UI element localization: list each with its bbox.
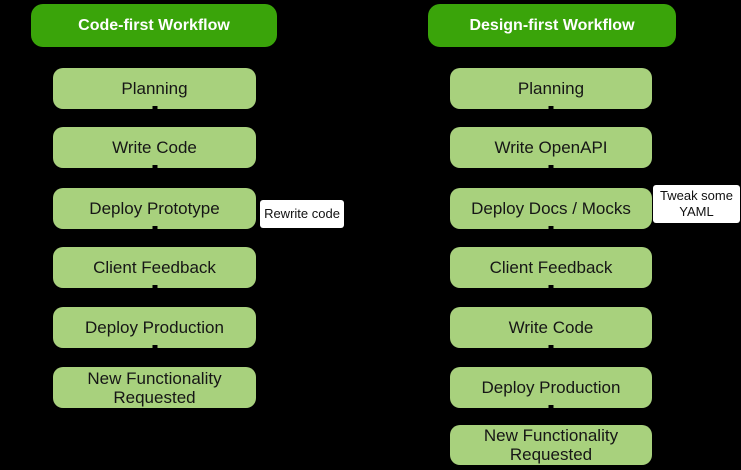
design-first-step-planning: Planning (450, 68, 652, 109)
code-first-step-planning: Planning (53, 68, 256, 109)
design-first-workflow-title: Design-first Workflow (428, 4, 676, 47)
design-first-step-write-openapi: Write OpenAPI (450, 127, 652, 168)
design-first-step-deploy-production: Deploy Production (450, 367, 652, 408)
code-first-step-deploy-production: Deploy Production (53, 307, 256, 348)
design-first-step-new-functionality-requested: New Functionality Requested (450, 425, 652, 465)
code-first-step-deploy-prototype: Deploy Prototype (53, 188, 256, 229)
design-first-step-deploy-docs-mocks: Deploy Docs / Mocks (450, 188, 652, 229)
design-first-step-client-feedback: Client Feedback (450, 247, 652, 288)
code-first-step-client-feedback: Client Feedback (53, 247, 256, 288)
code-first-workflow-title: Code-first Workflow (31, 4, 277, 47)
code-first-step-new-functionality-requested: New Functionality Requested (53, 367, 256, 408)
annotation-tweak-some-yaml: Tweak some YAML (653, 185, 740, 223)
code-first-step-write-code: Write Code (53, 127, 256, 168)
design-first-step-write-code: Write Code (450, 307, 652, 348)
annotation-rewrite-code: Rewrite code (260, 200, 344, 228)
